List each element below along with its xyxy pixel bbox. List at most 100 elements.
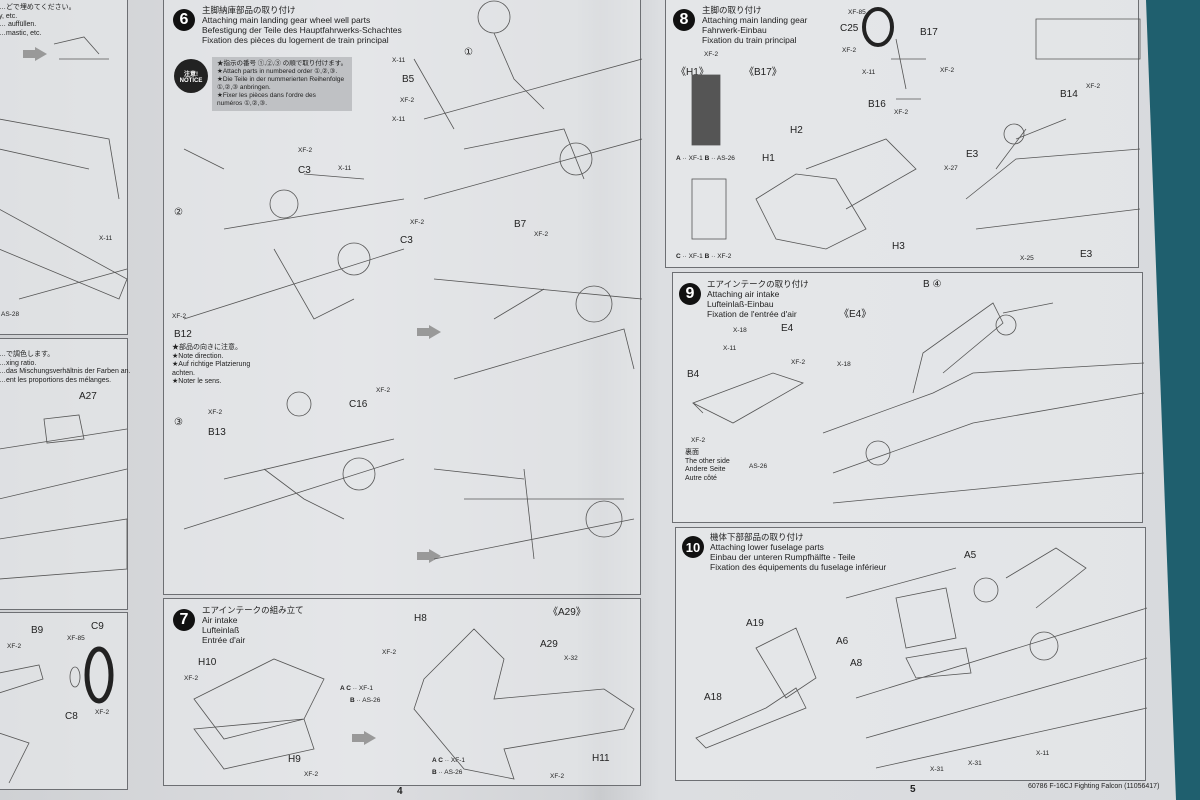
part-label: H8 [414,613,427,624]
part-label: C9 [91,621,104,632]
note-line: achten. [172,369,195,377]
part-label: H9 [288,754,301,765]
paint-label: XF-2 [842,47,857,54]
title-line: エアインテークの組み立て [202,605,304,615]
paint-label: X-11 [1036,750,1050,757]
part-label: 《A29》 [548,607,586,618]
step-number-badge: 10 [682,536,704,558]
part-label: B12 [174,329,192,340]
intake-installation-drawing [692,302,1145,504]
title-line: Fixation de l'entrée d'air [707,309,797,319]
part-label: B5 [402,74,415,85]
note-line: y, etc. [0,12,18,20]
part-label: 《E4》 [839,309,872,320]
part-label: H3 [892,241,905,252]
part-label: E3 [966,149,979,160]
paint-label: X-11 [338,165,352,172]
paint-label: X-27 [944,165,958,172]
title-line: エアインテークの取り付け [707,279,809,289]
notice-line: ★Die Teile in der nummerierten Reihenfol… [217,76,345,83]
note-line: … auffüllen. [0,21,37,28]
paint-key: A C ·· XF-1 [432,757,465,764]
left-panel-middle: …で調色します。…xing ratio.…das Mischungsverhäl… [0,338,131,610]
title-line: 主脚納庫部品の取り付け [202,5,296,15]
note-line: …で調色します。 [0,351,55,358]
sub-step-1: ① [464,47,473,58]
title-line: Lufteinlaß-Einbau [707,299,774,309]
part-label: A27 [79,391,97,402]
title-line: Einbau der unteren Rumpfhälfte - Teile [710,552,856,562]
paint-label: XF-2 [172,313,187,320]
part-label: B4 [687,369,700,380]
part-label: 《B17》 [744,67,782,78]
direction-note: ★部品の向きに注意。★Note direction.★Auf richtige … [172,344,250,387]
paint-key: C ·· XF-1 B ·· XF-2 [676,253,732,260]
paint-code: XF-2 [717,253,732,260]
part-letters: C [676,253,681,260]
part-letters: A C [432,757,443,764]
paint-label: XF-2 [894,109,909,116]
paint-label: XF-2 [298,147,313,154]
title-line: 主脚の取り付け [702,5,762,15]
paint-label: XF-2 [791,359,806,366]
title-line: Attaching air intake [707,289,780,299]
title-line: Lufteinlaß [202,625,240,635]
paint-code: AS-26 [444,769,463,776]
title-line: Fixation des pièces du logement de train… [202,35,389,45]
paint-label: X-25 [1020,255,1034,262]
paint-code: XF-1 [358,685,373,692]
part-letters: B [704,253,710,260]
paint-key: B ·· AS-26 [432,769,463,776]
step-number-badge: 8 [673,9,695,31]
notice-badge-jp: 注意! [184,71,198,78]
note-line: Autre côté [685,474,717,482]
title-line: Entrée d'air [202,635,246,645]
left-panel-bottom: B9 XF-2 XF-85 C9 C8 XF-2 [0,612,128,790]
page-number-left: 4 [397,786,403,797]
landing-gear-drawing [183,0,643,560]
paint-code: AS-26 [716,155,735,162]
paint-label: XF-85 [67,635,85,642]
part-letters: A C [340,685,351,692]
part-label: C25 [840,23,859,34]
paint-code: XF-1 [688,253,703,260]
arrow-icon [417,549,441,563]
air-intake-drawing [193,628,635,780]
left-panel-top: …どで埋めてください。y, etc.… auffüllen.…mastic, e… [0,0,128,335]
step-number-badge: 6 [173,9,195,31]
paint-label: AS-26 [749,463,768,470]
note-line: ★Note direction. [172,352,224,360]
paint-label: X-11 [723,345,737,352]
paint-label: XF-2 [7,643,22,650]
paint-label: XF-2 [304,771,319,778]
notice-badge-en: NOTICE [179,77,203,84]
part-label: C3 [298,165,311,176]
paint-code: XF-1 [450,757,465,764]
paint-label: XF-2 [550,773,565,780]
notice-line: ★Fixer les pièces dans l'ordre des [217,92,316,99]
note-line: ★Noter le sens. [172,378,222,385]
part-letters: B [350,697,355,704]
step-number-badge: 9 [679,283,701,305]
note-line: …どで埋めてください。 [0,4,76,11]
title-line: Fixation du train principal [702,35,797,45]
note-line: ★Auf richtige Platzierung [172,361,251,368]
step-number-badge: 7 [173,609,195,631]
paint-label: X-32 [564,655,578,662]
notice-line: numéros ①,②,③. [217,100,267,107]
note-line: …das Mischungsverhältnis der Farben an. [0,368,131,375]
fill-note: …どで埋めてください。y, etc.… auffüllen.…mastic, e… [0,4,76,38]
paint-label: XF-2 [184,675,199,682]
paint-key: A ·· XF-1 B ·· AS-26 [676,155,735,162]
paint-code: XF-1 [688,155,703,162]
